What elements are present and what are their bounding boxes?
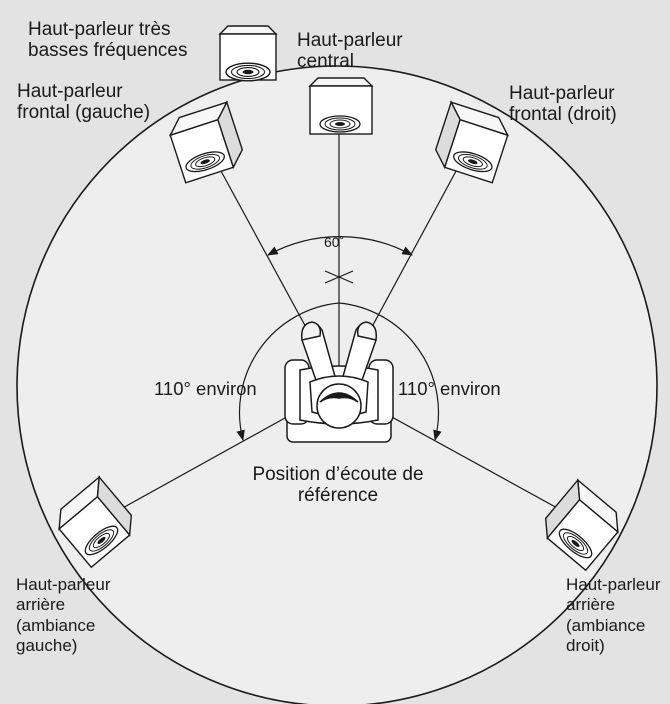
label-angle-front: 60˚ [324,234,345,250]
label-rear-left-line-1: Haut-parleur [16,575,111,594]
label-center: Haut-parleur central [297,30,403,73]
arc-110-left [236,302,340,442]
label-rear-left: Haut-parleur arrière (ambiance gauche) [16,575,111,657]
label-rear-left-line-2: arrière [16,595,66,615]
label-rear-left-line-4: gauche) [16,636,78,656]
label-rear-right-line-3: (ambiance [566,615,646,635]
arc-110-right [338,302,442,442]
center-speaker [308,77,374,135]
label-rear-right-line-2: arrière [566,595,616,615]
angle-arcs [236,236,442,442]
label-angle-right: 110° environ [398,378,501,399]
arc-60 [267,236,413,256]
label-subwoofer-line-1: Haut-parleur très [28,19,171,40]
label-front-left: Haut-parleur frontal (gauche) [17,81,150,124]
label-front-right: Haut-parleur frontal (droit) [509,83,617,126]
hair [319,392,359,403]
label-subwoofer: Haut-parleur très basses fréquences [28,19,188,62]
foot-right [356,321,378,341]
label-subwoofer-line-2: basses fréquences [28,40,188,62]
label-center-line-2: central [297,51,355,73]
label-listening-position: Position d’écoute de référence [232,464,444,507]
foot-left [300,321,322,341]
arc-tick-right [324,270,354,284]
label-front-right-line-2: frontal (droit) [509,104,617,126]
label-front-right-line-1: Haut-parleur [509,83,615,104]
head [316,383,362,429]
label-listening-position-line-1: Position d’écoute de [252,464,424,485]
label-angle-left: 110° environ [154,378,257,399]
label-front-left-line-1: Haut-parleur [17,81,123,102]
label-front-left-line-2: frontal (gauche) [17,102,151,124]
label-listening-position-line-2: référence [297,485,379,507]
label-rear-right-line-4: droit) [566,636,605,656]
listener-figure [284,321,394,443]
label-rear-left-line-3: (ambiance [16,615,96,635]
label-center-line-1: Haut-parleur [297,30,403,51]
subwoofer-speaker [218,25,278,82]
label-rear-right-line-1: Haut-parleur [566,575,661,594]
label-rear-right: Haut-parleur arrière (ambiance droit) [566,575,661,657]
